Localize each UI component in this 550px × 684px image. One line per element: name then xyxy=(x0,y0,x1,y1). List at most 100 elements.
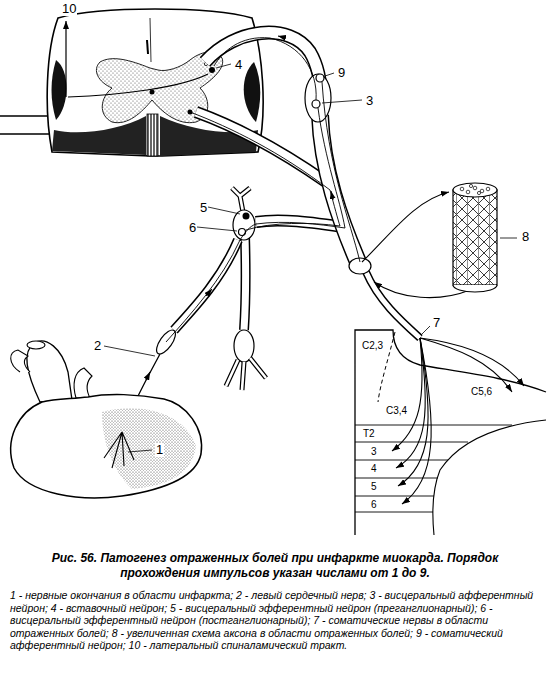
sympathetic-chain xyxy=(226,358,266,390)
body-surface xyxy=(420,338,524,386)
dermatome-label: T2 xyxy=(362,428,376,439)
sympathetic-chain xyxy=(174,240,238,330)
callout-number: 3 xyxy=(365,94,374,108)
key-entry: 4 - вставочный нейрон; xyxy=(51,602,167,614)
spinal-cord xyxy=(52,116,146,155)
body-surface xyxy=(396,338,425,468)
body-surface xyxy=(392,338,524,504)
callout-number: 2 xyxy=(93,339,102,353)
body-surface xyxy=(355,330,546,535)
impulse-fibers xyxy=(214,38,316,100)
heart-illustration xyxy=(11,341,202,498)
nerve-trunks xyxy=(305,74,331,122)
callout-number: 5 xyxy=(199,201,208,215)
key-entry: 1 - нервные окончания в области инфаркта… xyxy=(10,589,233,601)
impulse-fibers xyxy=(206,289,212,296)
key-entry: 8 - увеличенная схема аксона в области о… xyxy=(112,627,413,639)
nerve-trunks xyxy=(196,33,420,338)
callout-number: 8 xyxy=(521,230,530,244)
callout-number: 10 xyxy=(61,2,77,16)
axon-schema xyxy=(453,190,497,285)
spinal-cord xyxy=(147,40,148,54)
spinal-cord xyxy=(0,9,263,156)
key-entry: 10 - латеральный спиналамический тракт. xyxy=(129,639,348,651)
heart-illustration xyxy=(27,341,45,349)
spinal-cord xyxy=(150,18,151,62)
dermatome-label: 6 xyxy=(370,499,378,510)
callout-number: 7 xyxy=(432,316,441,330)
axon-schema xyxy=(469,184,472,187)
heart-illustration xyxy=(11,350,30,372)
body-surface xyxy=(355,326,546,535)
sympathetic-chain xyxy=(232,188,250,212)
nerve-trunks xyxy=(316,74,324,82)
sympathetic-chain xyxy=(239,229,246,236)
axon-schema xyxy=(477,191,480,194)
spinal-cord xyxy=(244,62,261,122)
body-surface xyxy=(422,326,430,334)
impulse-fibers xyxy=(362,192,449,262)
body-surface xyxy=(433,420,546,535)
dermatome-label: 5 xyxy=(370,481,378,492)
heart-illustration xyxy=(74,368,92,398)
spinal-cord xyxy=(209,67,215,73)
spinal-cord xyxy=(65,21,66,97)
axon-schema xyxy=(486,187,490,191)
impulse-fibers xyxy=(331,191,333,200)
nerve-trunks xyxy=(205,33,321,120)
spinal-cord xyxy=(52,60,67,120)
sympathetic-chain xyxy=(232,188,250,212)
sympathetic-chain xyxy=(174,240,238,330)
axon-schema xyxy=(453,183,497,197)
callout-number: 1 xyxy=(155,443,164,457)
sympathetic-chain xyxy=(243,213,250,220)
callout-number: 9 xyxy=(337,66,346,80)
number-key: 1 - нервные окончания в области инфаркта… xyxy=(10,589,540,652)
heart-illustration xyxy=(27,341,72,402)
figure-caption: Рис. 56. Патогенез отраженных болей при … xyxy=(12,551,538,581)
caption-area: Рис. 56. Патогенез отраженных болей при … xyxy=(12,551,538,581)
impulse-fibers xyxy=(146,372,150,380)
key-entry: 2 - левый сердечный нерв; xyxy=(236,589,366,601)
impulse-fibers xyxy=(278,36,286,38)
heart-illustration xyxy=(11,395,202,498)
callout-number: 6 xyxy=(188,221,197,235)
spinal-cord xyxy=(0,116,52,134)
axon-schema xyxy=(460,184,490,194)
body-surface xyxy=(420,338,512,392)
body-surface xyxy=(355,425,512,512)
axon-schema xyxy=(453,285,497,292)
dermatome-label: 3 xyxy=(370,446,378,457)
key-entry: 5 - висцеральный эфферентный нейрон (пре… xyxy=(170,602,477,614)
spinal-cord xyxy=(47,9,263,156)
nerve-trunks xyxy=(312,100,320,108)
axon-schema xyxy=(500,238,517,239)
axon-schema xyxy=(473,186,477,190)
callout-number: 4 xyxy=(234,58,243,72)
axon-schema xyxy=(460,187,464,191)
sympathetic-chain xyxy=(244,236,246,330)
impulse-fibers xyxy=(166,108,345,342)
spinal-cord xyxy=(216,64,231,68)
heart-illustration xyxy=(104,432,134,468)
dermatome-label: 4 xyxy=(370,463,378,474)
impulse-fibers xyxy=(190,112,340,230)
nerve-trunks xyxy=(205,33,321,120)
heart-illustration xyxy=(128,450,152,452)
sympathetic-chain xyxy=(104,207,240,356)
impulse-fibers xyxy=(128,36,470,416)
dermatome-label: C3,4 xyxy=(385,405,408,416)
dermatome-label: C5,6 xyxy=(470,386,493,397)
body-surface xyxy=(402,338,431,504)
axon-schema xyxy=(453,183,517,292)
body-surface xyxy=(392,338,422,451)
axon-schema xyxy=(466,190,470,194)
spinal-cord xyxy=(68,74,208,97)
spinal-cord xyxy=(150,90,155,95)
heart-illustration xyxy=(102,408,196,489)
sympathetic-chain xyxy=(226,358,266,390)
sympathetic-chain xyxy=(244,236,246,330)
dermatome-label: C2,3 xyxy=(361,340,384,351)
